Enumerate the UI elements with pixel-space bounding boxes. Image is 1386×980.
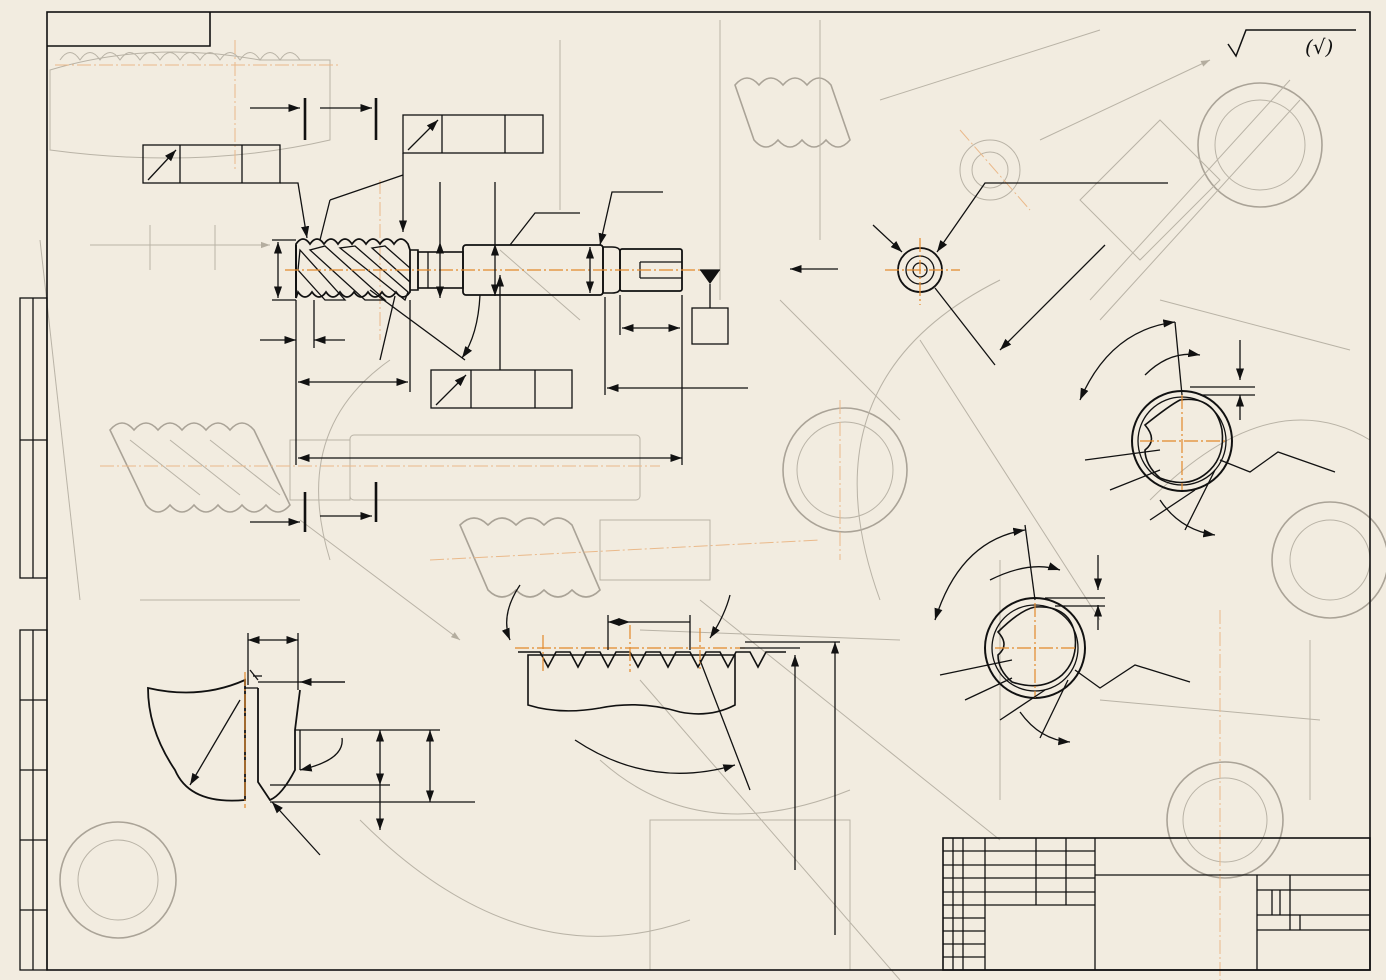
end-view-detail xyxy=(872,182,1168,366)
cutting-edge-detail xyxy=(147,633,475,856)
surface-roughness-icon: (√) xyxy=(1227,29,1356,59)
title-block xyxy=(942,837,1371,971)
drawing-frame xyxy=(19,11,1371,971)
datum-triangle-icon xyxy=(691,269,729,345)
cross-section-center xyxy=(934,524,1191,746)
thread-profile-section xyxy=(501,584,840,935)
tolerance-frame-top xyxy=(319,114,544,241)
thread-cutting-section xyxy=(295,238,411,302)
tolerance-frame-left xyxy=(142,144,310,239)
tap-dimensions xyxy=(260,182,748,465)
roughness-note: (√) xyxy=(1305,35,1333,59)
cross-section-right xyxy=(1079,319,1336,538)
tap-main-view xyxy=(142,98,748,532)
tolerance-frame-bottom xyxy=(430,275,573,409)
